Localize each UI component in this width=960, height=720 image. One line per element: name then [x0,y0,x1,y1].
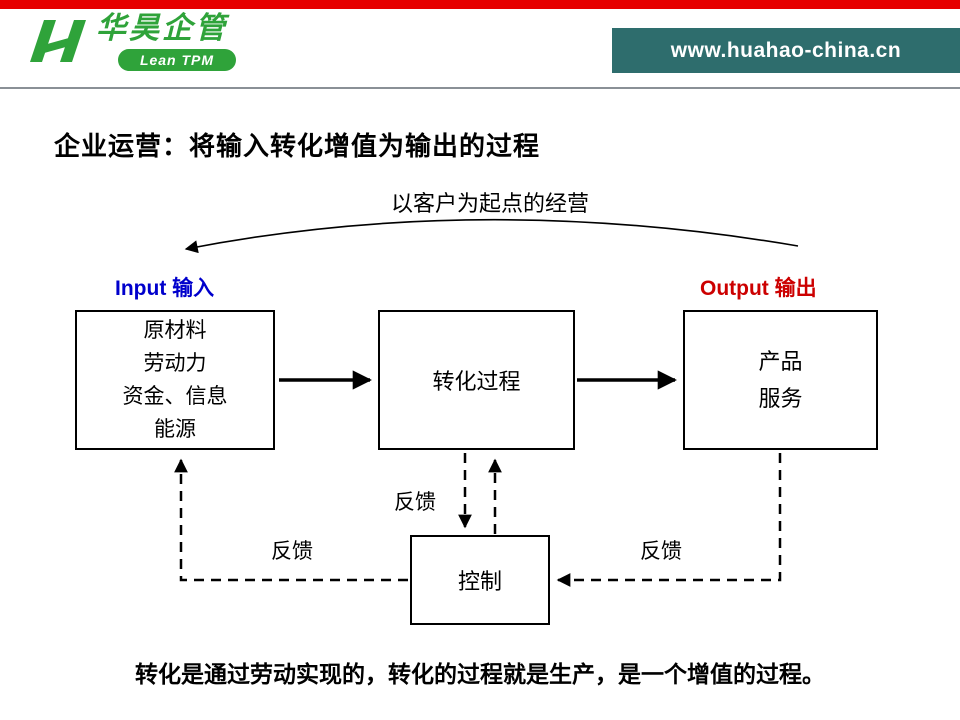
feedback-label-right: 反馈 [640,539,682,563]
output-box-line-2: 服务 [758,386,803,411]
output-box-line-1: 产品 [758,349,803,374]
input-box-line-1: 原材料 [143,318,207,342]
input-box: 原材料 劳动力 资金、信息 能源 [75,310,275,450]
feedback-label-left: 反馈 [271,539,313,563]
control-box-label: 控制 [457,569,502,594]
arc-label: 以客户为起点的经营 [390,191,589,216]
process-box-label: 转化过程 [432,369,521,394]
company-name: 华昊企管 [96,12,228,45]
process-box: 转化过程 [378,310,575,450]
company-logo-icon [30,20,86,62]
input-label: Input 输入 [115,277,215,300]
customer-origin-curve-arrow [184,218,799,254]
website-url: www.huahao-china.cn [670,38,902,62]
header-divider [0,87,960,89]
feedback-label-center: 反馈 [394,490,436,514]
company-logo: 华昊企管 Lean TPM [26,12,236,74]
website-bar: www.huahao-china.cn [612,28,960,73]
page-title: 企业运营：将输入转化增值为输出的过程 [54,131,541,161]
input-box-line-3: 资金、信息 [122,384,228,408]
logo-tagline-pill: Lean TPM [118,49,236,71]
footer-statement: 转化是通过劳动实现的，转化的过程就是生产，是一个增值的过程。 [135,662,825,687]
logo-tagline: Lean TPM [139,52,215,68]
output-label: Output 输出 [700,277,817,300]
top-red-strip [0,0,960,9]
input-box-line-4: 能源 [154,417,196,441]
output-box: 产品 服务 [683,310,878,450]
input-box-line-2: 劳动力 [143,351,207,375]
control-box: 控制 [410,535,550,625]
